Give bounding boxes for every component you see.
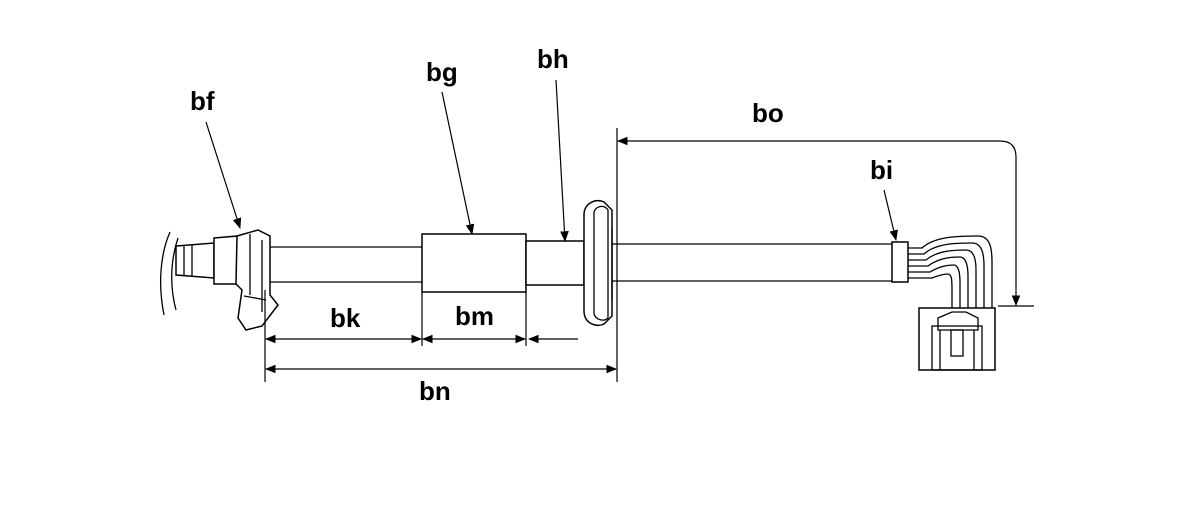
connector — [918, 307, 996, 371]
wire-segment-1 — [270, 246, 422, 283]
label-bm: bm — [455, 301, 494, 331]
wire-bundle — [908, 235, 993, 308]
label-bn: bn — [419, 376, 451, 406]
clip-part — [235, 229, 279, 331]
tape — [891, 241, 909, 283]
harness-left-end — [159, 231, 239, 316]
label-bf: bf — [190, 86, 215, 116]
sleeve — [525, 240, 585, 286]
wire-segment-2 — [612, 243, 892, 282]
protective-tube — [421, 233, 527, 293]
leader-line-bi — [883, 189, 898, 242]
leader-line-bg — [441, 91, 475, 236]
label-bg: bg — [426, 57, 458, 87]
label-bk: bk — [330, 303, 361, 333]
leader-line-bh — [555, 79, 569, 243]
label-bi: bi — [870, 155, 893, 185]
grommet — [583, 199, 613, 327]
label-bo: bo — [752, 98, 784, 128]
label-bh: bh — [537, 44, 569, 74]
dimension-line-bo — [616, 136, 1021, 307]
leader-line-bf — [205, 121, 242, 230]
